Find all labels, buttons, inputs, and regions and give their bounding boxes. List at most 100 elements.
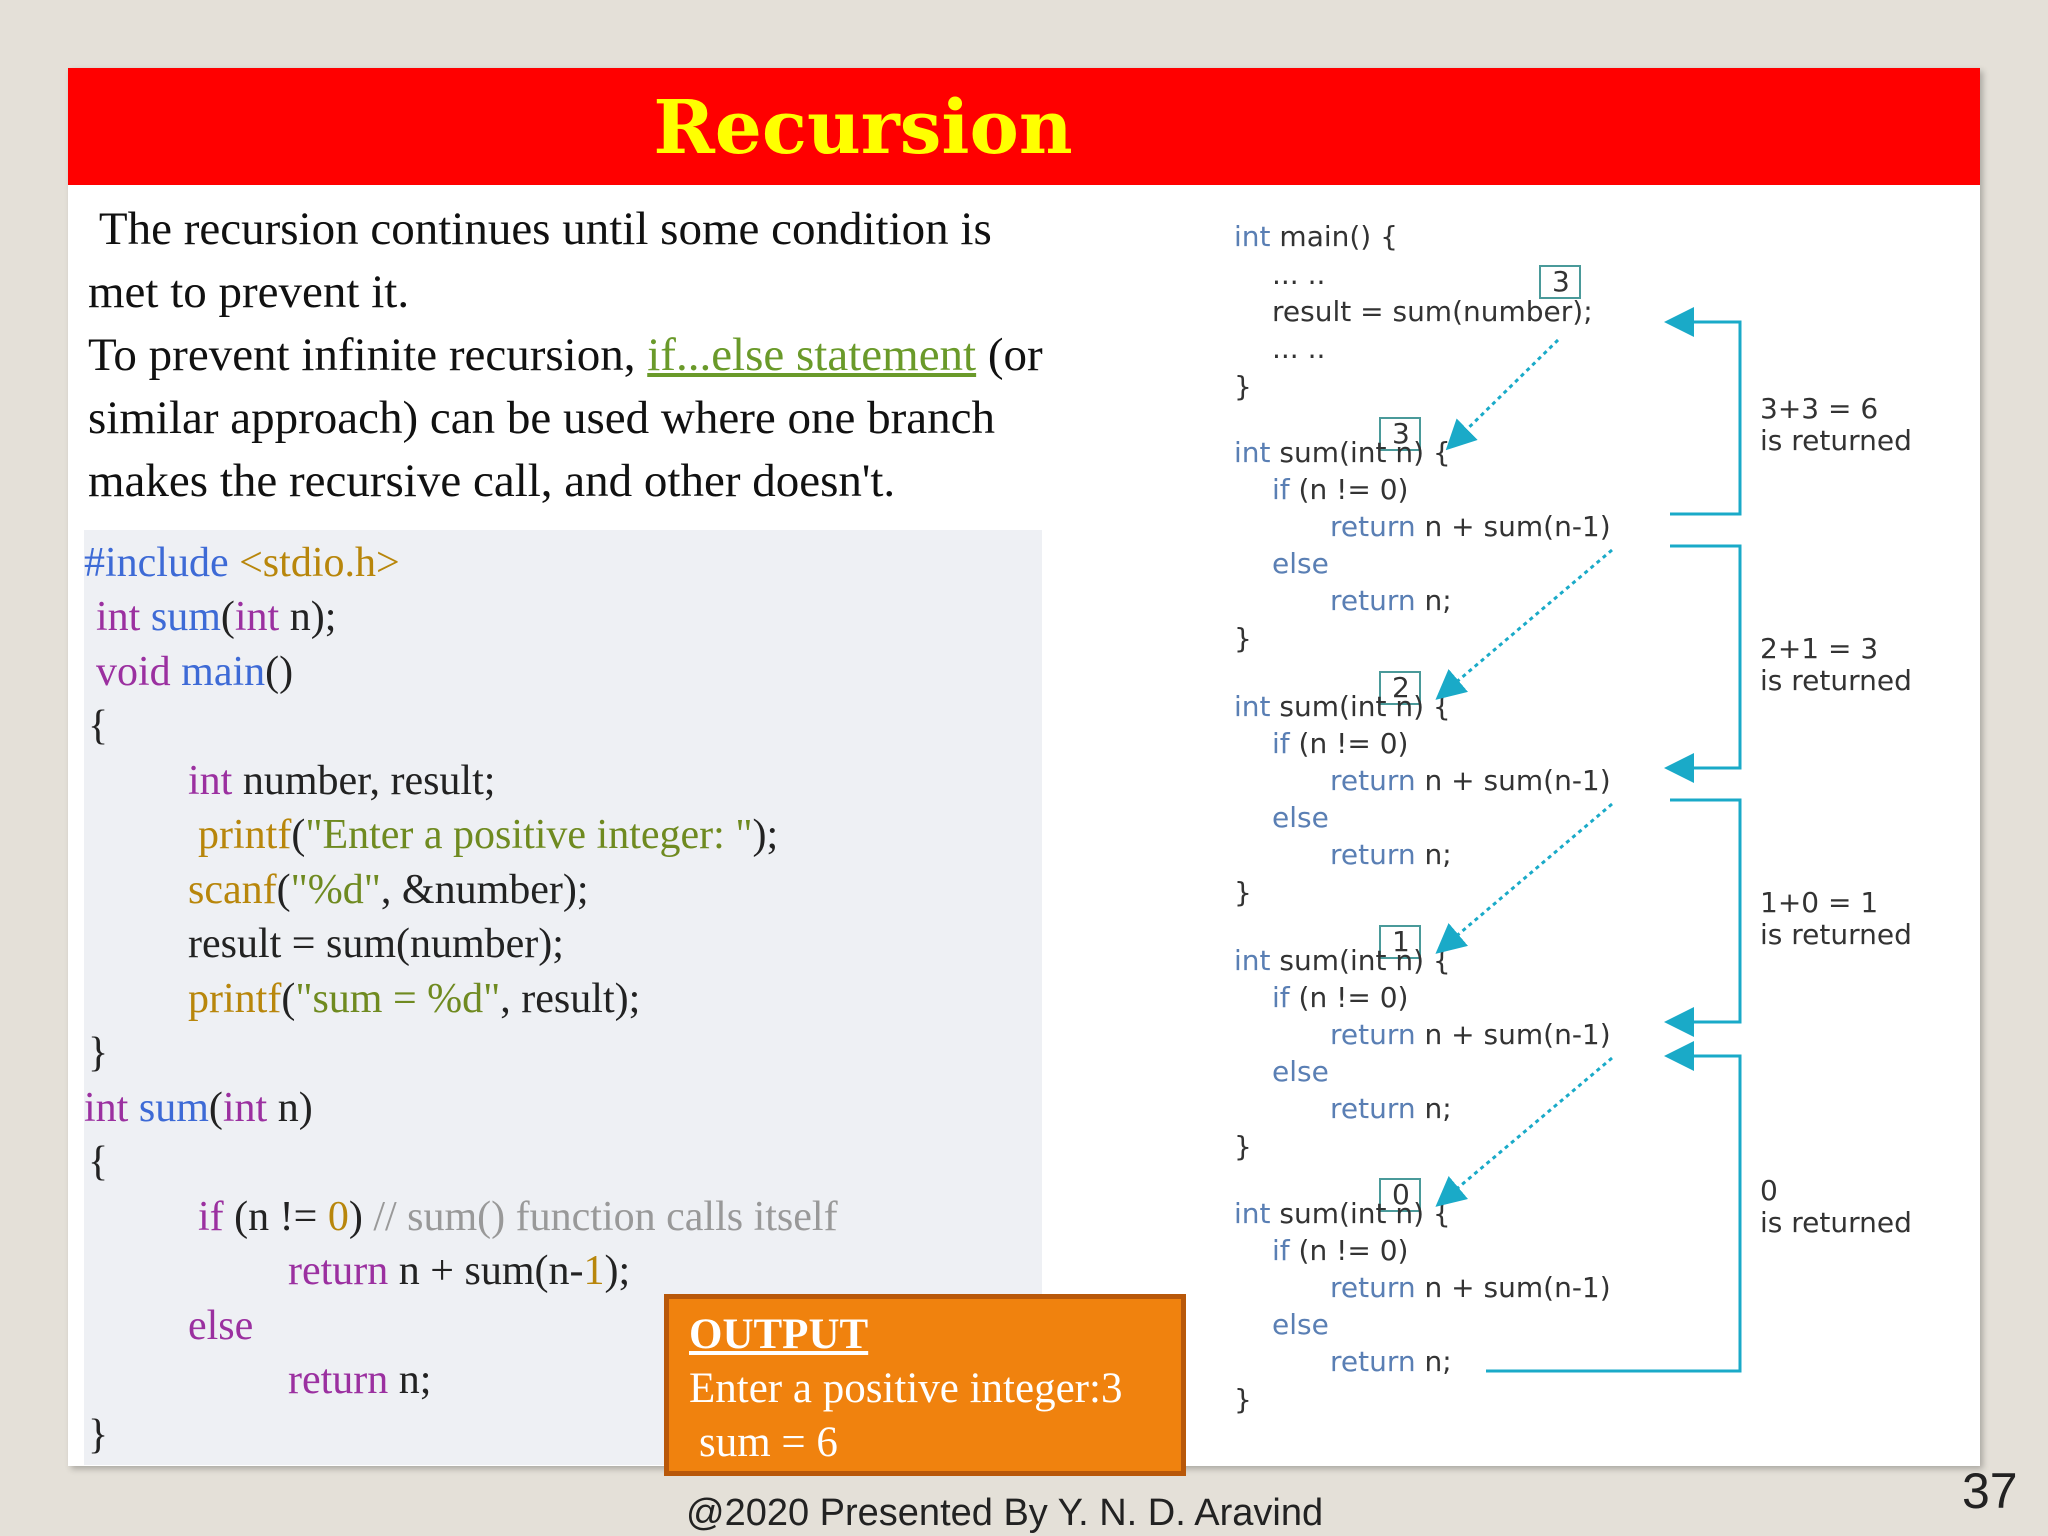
code-line: void main() bbox=[96, 645, 293, 699]
return-arrow bbox=[1664, 544, 1742, 783]
diagram-return-n: return n; bbox=[1330, 838, 1452, 871]
diagram-if-line: if (n != 0) bbox=[1272, 473, 1408, 506]
diagram-return-call: return n + sum(n-1) bbox=[1330, 510, 1611, 543]
code-line: return n + sum(n-1); bbox=[288, 1244, 630, 1298]
diagram-func-header: int sum(int n) { bbox=[1234, 1197, 1451, 1230]
diagram-call-line: result = sum(number); bbox=[1272, 295, 1593, 328]
return-arrow bbox=[1664, 307, 1742, 516]
code-token: (n != bbox=[223, 1194, 328, 1240]
code-token: ( bbox=[281, 976, 296, 1022]
code-token: () bbox=[265, 649, 294, 695]
code-line: } bbox=[88, 1412, 109, 1458]
code-token: scanf bbox=[188, 867, 277, 913]
diagram-return-call: return n + sum(n-1) bbox=[1330, 1271, 1611, 1304]
diagram-close-brace: } bbox=[1234, 876, 1252, 909]
diagram-main-header: int main() { bbox=[1234, 220, 1398, 253]
return-value-label: 1+0 = 1 bbox=[1760, 886, 1878, 919]
code-token: "sum = %d" bbox=[295, 976, 501, 1022]
diagram-ellipsis: ... .. bbox=[1272, 258, 1325, 291]
output-line: sum = 6 bbox=[699, 1419, 838, 1466]
code-token: n); bbox=[279, 594, 337, 640]
code-line: int sum(int n) bbox=[84, 1081, 313, 1135]
code-line: else bbox=[188, 1303, 254, 1349]
argument-box bbox=[1379, 925, 1421, 959]
output-heading: OUTPUT bbox=[689, 1311, 869, 1358]
diagram-return-call: return n + sum(n-1) bbox=[1330, 764, 1611, 797]
code-token: sum bbox=[140, 594, 221, 640]
code-token: n) bbox=[267, 1085, 313, 1131]
code-token: return bbox=[288, 1248, 389, 1294]
intro-line: To prevent infinite recursion, if...else… bbox=[88, 324, 1168, 387]
call-arrow bbox=[1445, 338, 1560, 451]
code-token: ( bbox=[220, 594, 235, 640]
diagram-if-line: if (n != 0) bbox=[1272, 981, 1408, 1014]
argument-box bbox=[1379, 671, 1421, 705]
call-arrow bbox=[1435, 548, 1613, 700]
code-line: printf("sum = %d", result); bbox=[188, 972, 640, 1026]
code-token: int bbox=[188, 758, 233, 804]
code-line: int sum(int n); bbox=[96, 590, 336, 644]
diagram-close-brace: } bbox=[1234, 1383, 1252, 1416]
code-line: int number, result; bbox=[188, 754, 495, 808]
diagram-return-n: return n; bbox=[1330, 584, 1452, 617]
diagram-func-header: int sum(int n) { bbox=[1234, 690, 1451, 723]
code-token: sum bbox=[128, 1085, 209, 1131]
code-token: return bbox=[288, 1357, 389, 1403]
return-value-label: 0 bbox=[1760, 1174, 1778, 1207]
return-value-label: 3+3 = 6 bbox=[1760, 392, 1878, 425]
code-line: } bbox=[88, 1030, 109, 1076]
code-token: n + sum(n- bbox=[388, 1248, 584, 1294]
slide-title: Recursion bbox=[653, 85, 1073, 171]
diagram-close-brace: } bbox=[1234, 370, 1252, 403]
code-token: int bbox=[84, 1085, 129, 1131]
code-token: , &number); bbox=[380, 867, 589, 913]
code-token: main bbox=[170, 649, 266, 695]
intro-text: To prevent infinite recursion, bbox=[88, 329, 648, 381]
code-token: , result); bbox=[500, 976, 641, 1022]
code-token: ( bbox=[276, 867, 291, 913]
diagram-func-header: int sum(int n) { bbox=[1234, 436, 1451, 469]
code-token: int bbox=[234, 594, 280, 640]
footer-credit: @2020 Presented By Y. N. D. Aravind bbox=[686, 1492, 1324, 1534]
argument-box bbox=[1379, 417, 1421, 451]
return-arrow bbox=[1486, 1041, 1742, 1373]
code-token: ) bbox=[348, 1194, 374, 1240]
code-token: number, result; bbox=[232, 758, 496, 804]
argument-box bbox=[1539, 265, 1581, 299]
page-number: 37 bbox=[1962, 1463, 2018, 1519]
argument-value: 3 bbox=[1552, 265, 1570, 298]
intro-line: met to prevent it. bbox=[88, 266, 410, 318]
return-text-label: is returned bbox=[1760, 424, 1912, 457]
call-arrow bbox=[1435, 1056, 1613, 1207]
diagram-ellipsis: ... .. bbox=[1272, 332, 1325, 365]
if-else-link[interactable]: if...else statement bbox=[647, 329, 977, 381]
diagram-if-line: if (n != 0) bbox=[1272, 1234, 1408, 1267]
code-token: "%d" bbox=[290, 867, 381, 913]
title-bar bbox=[68, 68, 1980, 185]
diagram-close-brace: } bbox=[1234, 1130, 1252, 1163]
diagram-if-line: if (n != 0) bbox=[1272, 727, 1408, 760]
code-token: ); bbox=[752, 812, 779, 858]
return-text-label: is returned bbox=[1760, 918, 1912, 951]
code-token: n; bbox=[388, 1357, 432, 1403]
code-token: int bbox=[96, 594, 141, 640]
diagram-else-line: else bbox=[1272, 547, 1329, 580]
diagram-else-line: else bbox=[1272, 1055, 1329, 1088]
intro-text: (or bbox=[976, 329, 1043, 381]
code-token: #include bbox=[84, 540, 229, 586]
code-token: if bbox=[198, 1194, 224, 1240]
output-line: Enter a positive integer:3 bbox=[689, 1365, 1123, 1412]
code-token: 0 bbox=[327, 1194, 349, 1240]
intro-line: similar approach) can be used where one … bbox=[88, 392, 995, 444]
code-line: scanf("%d", &number); bbox=[188, 863, 589, 917]
argument-value: 1 bbox=[1392, 925, 1410, 958]
intro-line: makes the recursive call, and other does… bbox=[88, 455, 896, 507]
code-token: ( bbox=[291, 812, 306, 858]
code-line: if (n != 0) // sum() function calls itse… bbox=[198, 1190, 838, 1244]
code-line: { bbox=[88, 703, 109, 749]
code-line: { bbox=[88, 1139, 109, 1185]
code-line: return n; bbox=[288, 1353, 431, 1407]
code-token: int bbox=[222, 1085, 268, 1131]
code-line: printf("Enter a positive integer: "); bbox=[198, 808, 778, 862]
